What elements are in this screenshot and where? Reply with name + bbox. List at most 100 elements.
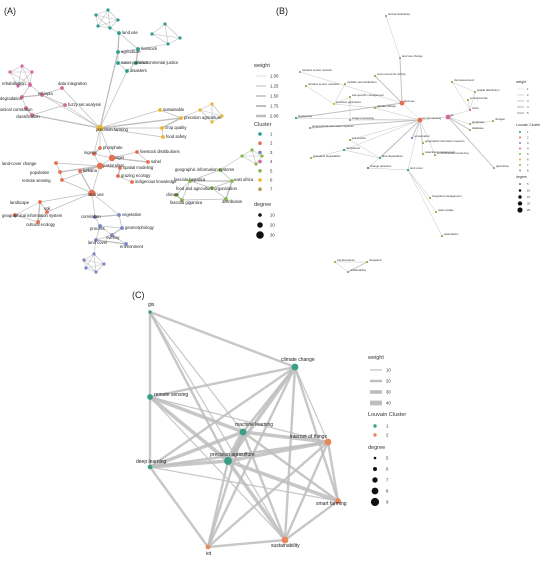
node-label-disasters: disasters bbox=[130, 68, 147, 73]
network-edge bbox=[83, 259, 105, 265]
network-edge bbox=[309, 119, 421, 129]
network-edge bbox=[9, 71, 19, 87]
network-edge bbox=[206, 431, 245, 548]
node-label-rangeland: rangeland bbox=[369, 258, 382, 262]
node-climate-change-c bbox=[291, 363, 299, 371]
node-site-specific-management bbox=[348, 95, 352, 99]
node-label-animal-husbandry: animal husbandry bbox=[388, 12, 411, 16]
network-edge bbox=[149, 396, 286, 541]
node-ecological-risk bbox=[466, 98, 470, 102]
network-edge bbox=[31, 114, 101, 129]
legend-cluster-swatch bbox=[519, 147, 521, 150]
node-label-wireless-sensor-networks: wireless sensor networks bbox=[308, 82, 340, 86]
panel-c-label: (C) bbox=[132, 290, 145, 300]
panel-a-legend: weight 1.001.251.501.752.00 Cluster 1234… bbox=[253, 63, 279, 239]
network-edge bbox=[343, 149, 381, 159]
node-label-image-processing: image processing bbox=[352, 116, 374, 120]
network-edge bbox=[111, 234, 127, 245]
node-land-use bbox=[117, 31, 121, 35]
node-sahel bbox=[146, 160, 150, 164]
legend-degree-dot bbox=[258, 213, 262, 217]
network-edge bbox=[419, 116, 449, 121]
node-integrated-management bbox=[428, 196, 432, 200]
network-edge bbox=[61, 87, 101, 129]
legend-degree-dot bbox=[518, 189, 522, 192]
network-edge bbox=[167, 37, 181, 45]
network-edge bbox=[469, 91, 476, 111]
network-edge bbox=[31, 104, 66, 116]
legend-degree-value: 15 bbox=[527, 195, 531, 199]
network-edge bbox=[149, 430, 244, 469]
legend-weight-value: 1.50 bbox=[270, 94, 279, 99]
network-edge bbox=[284, 500, 339, 541]
network-node bbox=[108, 26, 112, 30]
node-ethiopia bbox=[40, 93, 44, 97]
network-edge bbox=[99, 165, 121, 169]
node-precision-agriculture-c bbox=[224, 457, 232, 465]
network-edge bbox=[451, 81, 471, 111]
node-indigenous-knowledge bbox=[130, 180, 134, 184]
legend-cluster-value: 1 bbox=[527, 130, 529, 134]
node-iot bbox=[205, 544, 211, 550]
legend-cluster-swatch bbox=[519, 131, 521, 133]
legend-degree-value: 8 bbox=[386, 489, 389, 494]
network-edge bbox=[399, 57, 403, 104]
legend-degree-value: 20 bbox=[527, 202, 531, 206]
node-label-climate-change-c: climate change bbox=[281, 357, 315, 363]
network-edge bbox=[148, 395, 230, 463]
network-edge bbox=[83, 253, 95, 261]
network-node bbox=[94, 270, 98, 274]
legend-degree-dot bbox=[518, 195, 522, 199]
node-phosphate bbox=[98, 146, 102, 150]
network-edge bbox=[29, 84, 43, 96]
legend-cluster-value: 5 bbox=[270, 168, 273, 173]
network-edge bbox=[241, 431, 287, 541]
legend-cluster-swatch bbox=[258, 169, 262, 173]
network-edge bbox=[99, 127, 113, 159]
node-sustainability-c bbox=[281, 536, 289, 544]
network-edge bbox=[99, 70, 128, 129]
node-environment bbox=[124, 242, 128, 246]
network-edge bbox=[91, 165, 101, 194]
network-edge bbox=[411, 119, 421, 139]
node-east-africa bbox=[230, 179, 234, 183]
node-label-phosphate: phosphate bbox=[103, 145, 123, 150]
network-edge bbox=[95, 239, 127, 245]
node-geomorphology bbox=[120, 226, 124, 230]
node-turkana bbox=[78, 169, 82, 173]
legend-cluster-value: 6 bbox=[270, 178, 273, 183]
network-edge bbox=[407, 119, 421, 171]
node-label-pastoralism-b: pastoralism bbox=[444, 232, 459, 236]
legend-c-weight-title: weight bbox=[367, 355, 384, 361]
legend-degree-dot bbox=[256, 231, 264, 239]
network-edge bbox=[107, 9, 111, 29]
node-label-land-cover: land cover bbox=[88, 240, 108, 245]
network-edge bbox=[164, 23, 181, 39]
node-vegetation bbox=[117, 213, 121, 217]
network-edge bbox=[99, 109, 161, 129]
node-label-livestock: livestock bbox=[141, 46, 158, 51]
network-edge bbox=[419, 119, 436, 156]
panel-a-nodes bbox=[8, 8, 264, 274]
node-land-degradation bbox=[378, 156, 382, 160]
network-edge bbox=[451, 81, 476, 93]
network-edge bbox=[293, 366, 340, 502]
node-rangelands bbox=[342, 148, 346, 152]
network-edge bbox=[149, 311, 244, 433]
node-correlation bbox=[93, 215, 97, 219]
network-node bbox=[116, 18, 120, 22]
network-edge bbox=[407, 169, 443, 237]
network-edge bbox=[151, 23, 166, 35]
network-edge bbox=[206, 460, 230, 548]
network-edge bbox=[374, 75, 403, 104]
node-variable-rate-fertilization bbox=[343, 82, 347, 86]
node-china bbox=[468, 108, 472, 112]
legend-weight-value: 1.75 bbox=[270, 104, 279, 109]
legend-cluster-swatch bbox=[519, 169, 521, 172]
node-label-sahel: sahel bbox=[151, 159, 161, 164]
panel-a-label: (A) bbox=[4, 6, 16, 16]
